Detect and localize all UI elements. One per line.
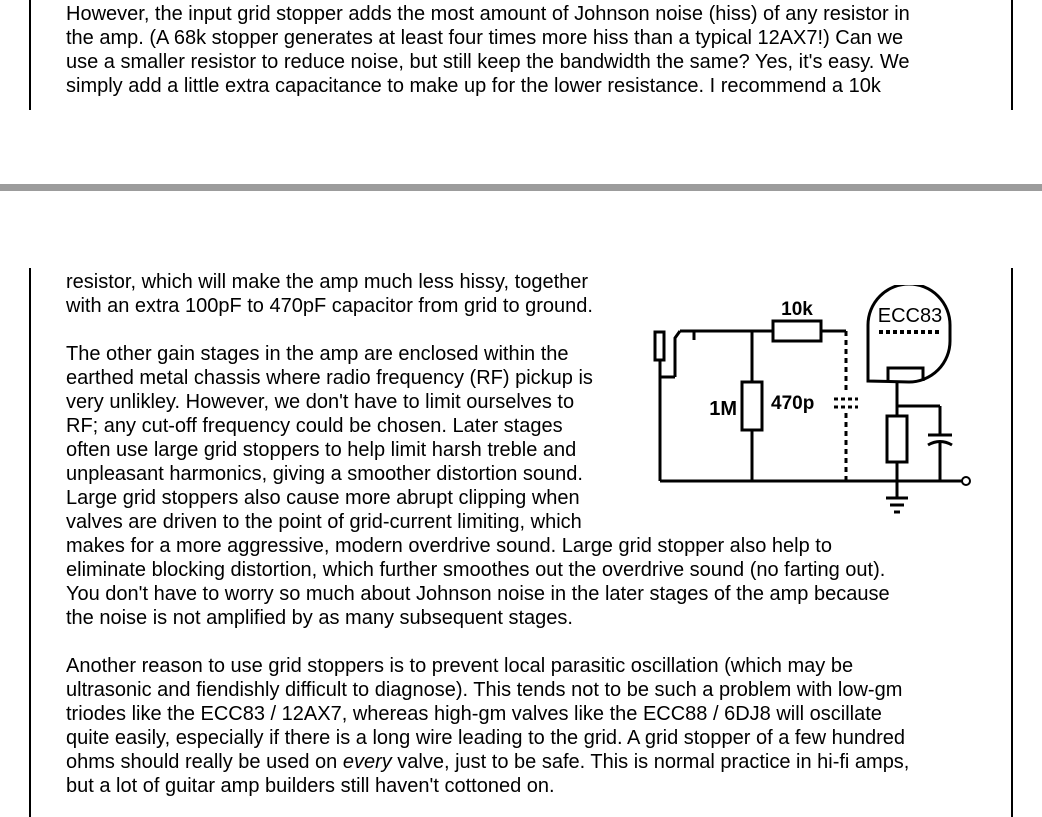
text-line: valves are driven to the point of grid-c… [66,511,582,533]
text-line: The other gain stages in the amp are enc… [66,343,569,365]
text-line: eliminate blocking distortion, which fur… [66,559,886,581]
text-line: Large grid stoppers also cause more abru… [66,487,580,509]
page-border-right-bottom [1011,268,1013,817]
page-border-left-top [29,0,31,110]
text-line: quite easily, especially if there is a l… [66,727,906,749]
resistor-10k-icon [771,319,823,343]
label-ecc83: ECC83 [878,305,942,327]
label-470p: 470p [771,393,814,414]
text-line: ohms should really be used on every valv… [66,750,909,774]
text-line: very unlikley. However, we don't have to… [66,391,575,413]
resistor-1m-icon [740,380,764,432]
text-fragment: ohms should really be used on [66,751,343,773]
text-line: RF; any cut-off frequency could be chose… [66,415,563,437]
text-line: use a smaller resistor to reduce noise, … [66,51,910,73]
paragraph-2: The other gain stages in the amp are enc… [66,342,909,630]
bottom-content: resistor, which will make the amp much l… [66,270,909,798]
cathode-resistor-icon [885,414,909,464]
text-line: but a lot of guitar amp builders still h… [66,775,555,797]
page-break-divider [0,184,1042,191]
text-line: earthed metal chassis where radio freque… [66,367,593,389]
input-jack-icon [653,330,666,362]
grid-stopper-schematic: 10k ECC83 1M 470p [653,285,971,514]
capacitor-470p-icon [834,397,858,409]
text-line: the noise is not amplified by as many su… [66,607,573,629]
page-border-left-bottom [29,268,31,817]
text-line: with an extra 100pF to 470pF capacitor f… [66,295,593,317]
text-line: often use large grid stoppers to help li… [66,439,577,461]
text-line: resistor, which will make the amp much l… [66,271,589,293]
text-line: Another reason to use grid stoppers is t… [66,655,854,677]
text-line: makes for a more aggressive, modern over… [66,535,832,557]
label-1m: 1M [709,398,737,420]
text-line: You don't have to worry so much about Jo… [66,583,890,605]
emphasis-every: every [342,751,392,773]
page-border-right-top [1011,0,1013,110]
label-10k: 10k [781,299,813,320]
text-line: unpleasant harmonics, giving a smoother … [66,463,583,485]
text-line: ultrasonic and fiendishly difficult to d… [66,679,903,701]
text-line: the amp. (A 68k stopper generates at lea… [66,27,904,49]
paragraph-3: Another reason to use grid stoppers is t… [66,654,909,798]
text-line: triodes like the ECC83 / 12AX7, whereas … [66,703,882,725]
top-paragraph: However, the input grid stopper adds the… [66,2,910,98]
text-line: simply add a little extra capacitance to… [66,75,881,97]
paragraph-1: resistor, which will make the amp much l… [66,270,909,318]
text-line: However, the input grid stopper adds the… [66,3,910,25]
output-terminal-icon [961,476,971,486]
text-fragment: valve, just to be safe. This is normal p… [391,751,910,773]
